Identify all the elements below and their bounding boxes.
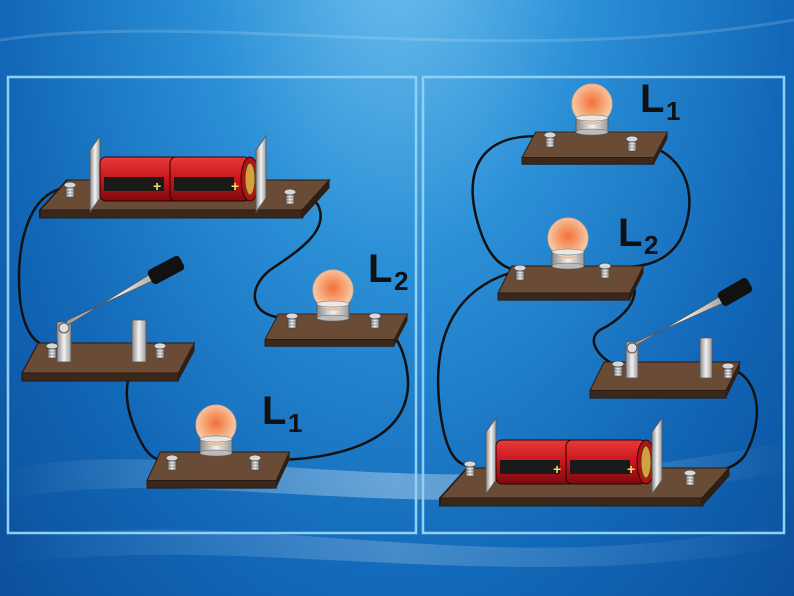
left-lamp-l1-letter: L [262, 389, 286, 433]
right-lamp-l2-sub: 2 [644, 230, 658, 260]
right-lamp-l1-letter: L [640, 77, 664, 121]
left-battery-plus-1: + [153, 178, 161, 194]
right-wires [436, 134, 759, 477]
left-lamp-l2-sub: 2 [394, 266, 408, 296]
left-lamp-l2-letter: L [368, 247, 392, 291]
left-battery-holder: + + [39, 135, 331, 219]
right-lamp-l1-sub: 1 [666, 96, 680, 126]
left-knife-switch [21, 255, 196, 382]
right-lamp-l2-letter: L [618, 211, 642, 255]
left-panel-frame [6, 75, 418, 535]
right-battery-plus-2: + [627, 461, 635, 477]
right-battery-holder: + + [439, 417, 731, 507]
right-knife-switch [589, 278, 753, 399]
left-battery-plus-2: + [231, 178, 239, 194]
right-panel-frame [421, 75, 786, 535]
right-battery-plus-1: + [553, 461, 561, 477]
left-lamp-l1-sub: 1 [288, 408, 302, 438]
